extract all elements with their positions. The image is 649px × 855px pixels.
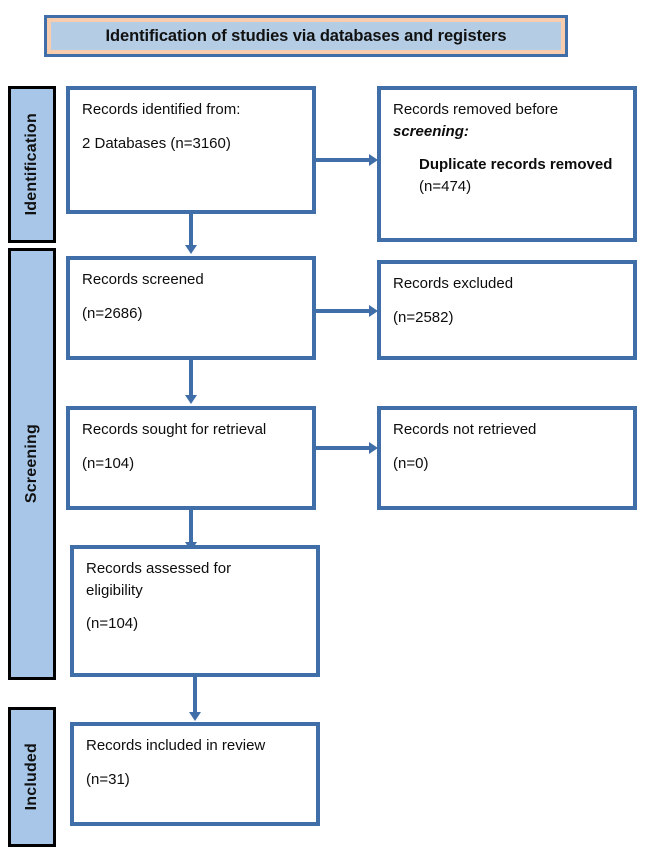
box-records-identified[interactable]: Records identified from: 2 Databases (n=… bbox=[66, 86, 316, 214]
records-screened-line-2: (n=2686) bbox=[82, 304, 143, 322]
connector-sought-to-assessed bbox=[189, 510, 193, 545]
box-records-removed[interactable]: Records removed before screening: Duplic… bbox=[377, 86, 637, 242]
connector-identified-to-removed bbox=[316, 158, 371, 162]
arrow-screened-to-sought-icon bbox=[185, 395, 197, 404]
box-records-not-retrieved[interactable]: Records not retrieved (n=0) bbox=[377, 406, 637, 510]
connector-identified-to-screened bbox=[189, 214, 193, 248]
records-not-retrieved-line-2: (n=0) bbox=[393, 454, 429, 472]
records-excluded-line-1: Records excluded bbox=[393, 275, 514, 292]
box-records-excluded[interactable]: Records excluded (n=2582) bbox=[377, 260, 637, 360]
connector-assessed-to-included bbox=[193, 677, 197, 715]
records-sought-line-2: (n=104) bbox=[82, 454, 135, 472]
arrow-identified-to-removed-icon bbox=[369, 154, 378, 166]
box-records-assessed[interactable]: Records assessed for eligibility (n=104) bbox=[70, 545, 320, 677]
records-excluded-line-2: (n=2582) bbox=[393, 308, 454, 326]
box-records-sought[interactable]: Records sought for retrieval (n=104) bbox=[66, 406, 316, 510]
stage-sidebar-identification: Identification bbox=[8, 86, 56, 243]
page-title: Identification of studies via databases … bbox=[105, 26, 507, 45]
box-records-included[interactable]: Records included in review (n=31) bbox=[70, 722, 320, 826]
connector-screened-to-sought bbox=[189, 360, 193, 398]
arrow-assessed-to-included-icon bbox=[189, 712, 201, 721]
stage-sidebar-screening: Screening bbox=[8, 248, 56, 680]
records-identified-line-2: 2 Databases (n=3160) bbox=[82, 134, 231, 152]
records-removed-line-4: (n=474) bbox=[419, 177, 472, 195]
diagram-title-banner: Identification of studies via databases … bbox=[44, 15, 568, 57]
records-assessed-line-1: Records assessed for bbox=[86, 560, 232, 577]
box-records-screened[interactable]: Records screened (n=2686) bbox=[66, 256, 316, 360]
stage-label-identification: Identification bbox=[23, 113, 40, 216]
arrow-identified-to-screened-icon bbox=[185, 245, 197, 254]
records-not-retrieved-line-1: Records not retrieved bbox=[393, 421, 537, 438]
connector-screened-to-excluded bbox=[316, 309, 371, 313]
arrow-screened-to-excluded-icon bbox=[369, 305, 378, 317]
records-screened-line-1: Records screened bbox=[82, 271, 204, 288]
records-assessed-line-2: eligibility bbox=[86, 581, 143, 599]
connector-sought-to-not-retrieved bbox=[316, 446, 371, 450]
records-included-line-2: (n=31) bbox=[86, 770, 130, 788]
diagram-title-banner-inner: Identification of studies via databases … bbox=[51, 22, 561, 50]
records-removed-line-3: Duplicate records removed bbox=[419, 156, 613, 173]
stage-label-screening: Screening bbox=[23, 424, 40, 504]
records-removed-line-2: screening: bbox=[393, 122, 469, 140]
records-assessed-line-3: (n=104) bbox=[86, 615, 139, 632]
records-identified-line-1: Records identified from: bbox=[82, 101, 241, 118]
records-removed-line-1: Records removed before bbox=[393, 101, 559, 118]
arrow-sought-to-not-retrieved-icon bbox=[369, 442, 378, 454]
stage-sidebar-included: Included bbox=[8, 707, 56, 847]
records-included-line-1: Records included in review bbox=[86, 737, 266, 754]
stage-label-included: Included bbox=[23, 743, 40, 811]
records-sought-line-1: Records sought for retrieval bbox=[82, 421, 267, 438]
